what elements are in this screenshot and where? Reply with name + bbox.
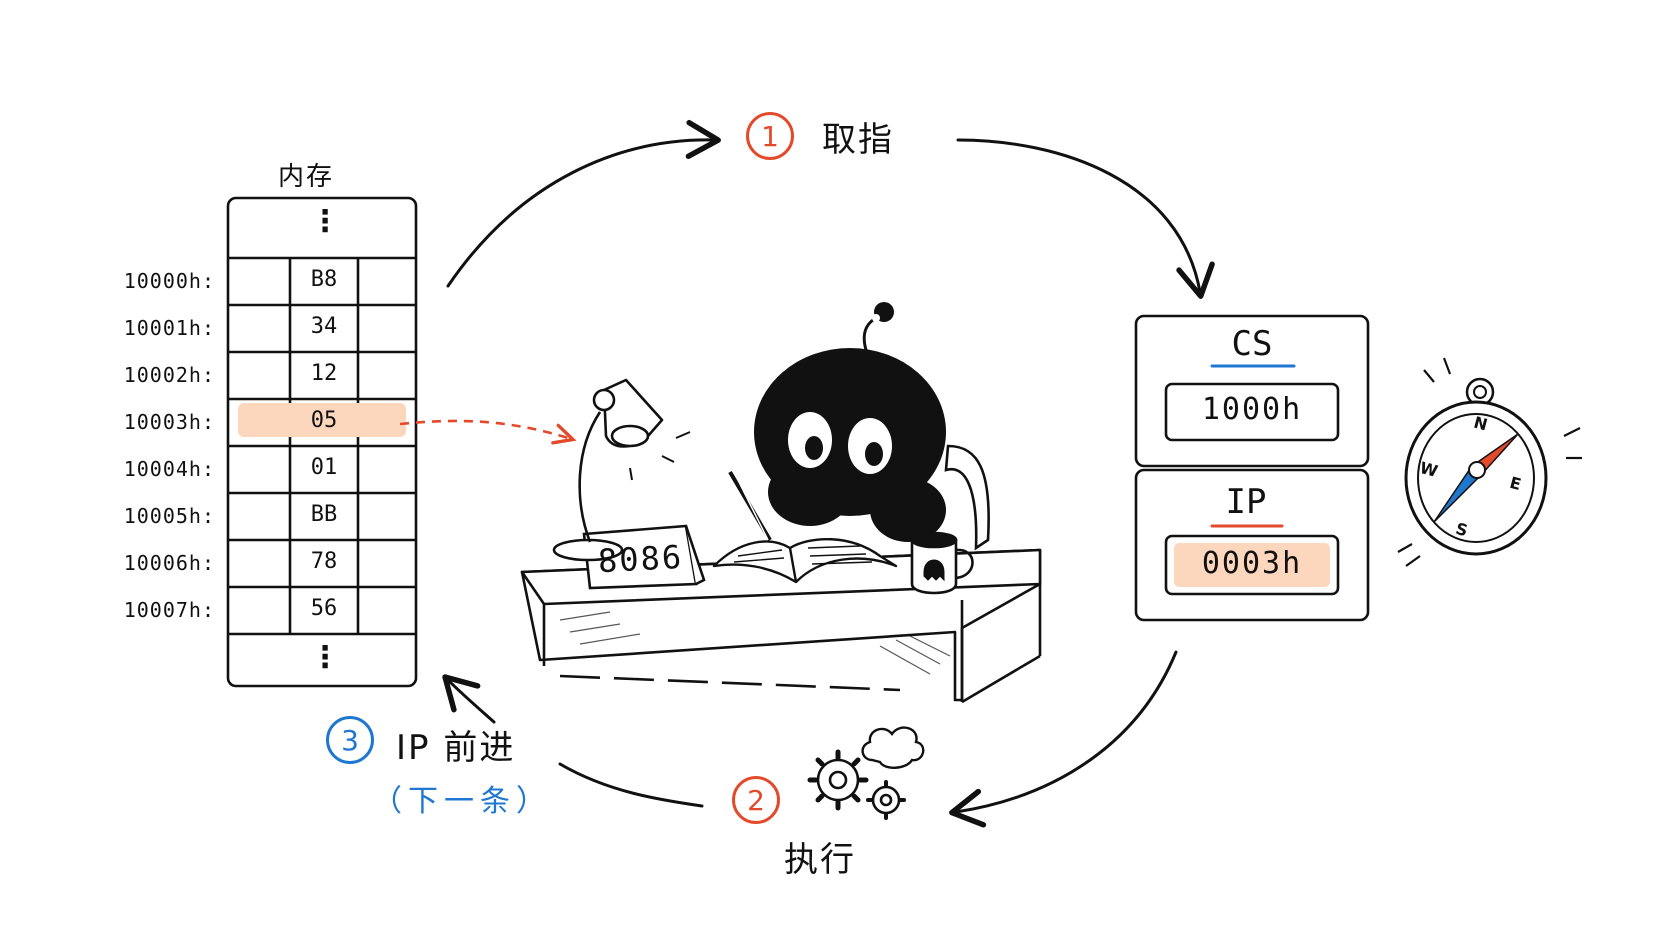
ip-value-highlight [1174,543,1330,587]
memory-cell: B8 [310,267,338,292]
memory-address: 10006h: [123,551,215,575]
cs-register-label: CS [1231,324,1273,364]
ip-register-value: 0003h [1201,546,1303,581]
step-2-number: 2 [732,776,780,824]
mug-icon [910,531,974,595]
memory-address: 10005h: [123,504,215,528]
step-advance-label: IP 前进 [396,728,516,768]
chair [944,444,990,551]
memory-cell: BB [310,502,338,527]
memory-cell: 12 [310,361,338,386]
advance-arrow [442,674,496,724]
compass-icon [1397,357,1582,567]
cycle-arrow-advance [558,762,704,808]
cycle-arrow-execute [949,650,1178,828]
memory-table [226,196,418,688]
book-icon [712,537,898,584]
cloud-icon [861,726,925,769]
memory-address: 10003h: [123,410,215,434]
memory-cell-highlighted: 05 [310,408,338,433]
memory-cell: 56 [310,596,338,621]
memory-address: 10000h: [123,269,215,293]
memory-address: 10004h: [123,457,215,481]
memory-address: 10007h: [123,598,215,622]
step-3-number: 3 [326,716,374,764]
step-fetch-label: 取指 [822,120,894,160]
memory-title: 内存 [278,162,335,192]
memory-cell: 01 [310,455,338,480]
gears-icon [807,749,906,820]
desk-lamp-icon [552,378,691,562]
cycle-arrow-fetch [446,119,721,288]
fetch-pointer-arrow [399,419,577,445]
step-1-number: 1 [746,112,794,160]
memory-ellipsis-bottom: ⋮ [310,640,340,675]
cs-register-value: 1000h [1201,392,1303,427]
memory-address: 10001h: [123,316,215,340]
memory-ellipsis-top: ⋮ [310,204,340,239]
robot-character [728,302,946,542]
memory-cell: 34 [310,314,338,339]
ip-register-label: IP [1225,482,1267,522]
register-panel [1134,314,1370,622]
nameplate-text: 8086 [597,537,684,581]
memory-cell: 78 [310,549,338,574]
nameplate [582,524,706,590]
highlight-row [238,403,406,437]
step-advance-sublabel: （下一条） [372,784,552,819]
memory-address: 10002h: [123,363,215,387]
step-execute-label: 执行 [784,840,856,880]
cycle-arrow-to-registers [956,138,1215,299]
